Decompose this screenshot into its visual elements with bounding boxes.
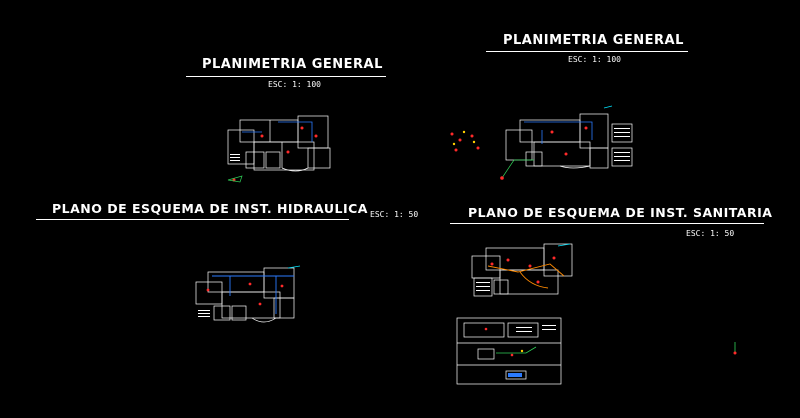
title-underline bbox=[36, 219, 349, 220]
sanitary-detail-panel bbox=[456, 317, 562, 385]
floor-plan-hidraulica bbox=[195, 265, 301, 323]
scale-label: ESC: 1: 50 bbox=[686, 229, 735, 238]
title-underline bbox=[186, 76, 386, 77]
north-arrow-icon bbox=[733, 342, 737, 355]
scale-label: ESC: 1: 100 bbox=[568, 55, 621, 64]
floor-plan-planimetria-1 bbox=[227, 115, 331, 183]
floor-plan-planimetria-2 bbox=[450, 105, 633, 180]
title-underline bbox=[450, 223, 764, 224]
sheet-title-planimetria-1: PLANIMETRIA GENERAL bbox=[202, 57, 383, 72]
sheet-title-planimetria-2: PLANIMETRIA GENERAL bbox=[503, 33, 684, 48]
scale-label: ESC: 1: 50 bbox=[370, 210, 419, 219]
scale-label: ESC: 1: 100 bbox=[268, 80, 321, 89]
sheet-title-sanitaria: PLANO DE ESQUEMA DE INST. SANITARIA bbox=[468, 205, 773, 220]
floor-plan-sanitaria bbox=[471, 243, 573, 297]
title-underline bbox=[486, 51, 688, 52]
sheet-title-hidraulica: PLANO DE ESQUEMA DE INST. HIDRAULICA bbox=[52, 201, 368, 216]
